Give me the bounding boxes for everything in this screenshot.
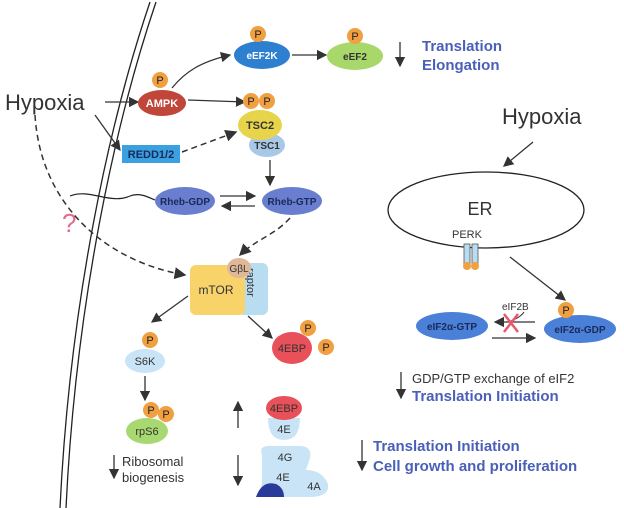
s6k-phospho-label: P bbox=[146, 335, 153, 347]
eef2-phospho bbox=[347, 28, 363, 44]
rps6-phospho-1-label: P bbox=[147, 405, 154, 417]
rps6-phospho-1 bbox=[143, 402, 159, 418]
rps6-phospho-2-label: P bbox=[162, 409, 169, 421]
arrow-mtor-s6k bbox=[150, 295, 189, 323]
rheb-gtp-node bbox=[262, 187, 322, 215]
fourG-label: 4G bbox=[278, 452, 293, 464]
cell-membrane-outer bbox=[59, 1, 151, 508]
elongation-label: Elongation bbox=[422, 57, 500, 74]
rheb-gtp-label: Rheb-GTP bbox=[268, 197, 317, 208]
eif2gdp-node bbox=[544, 315, 616, 343]
fourE-bound-node bbox=[268, 418, 300, 440]
arrow-hypoxia-redd bbox=[94, 114, 121, 152]
tsc1-label: TSC1 bbox=[254, 141, 280, 152]
arrow-ampk-tsc2 bbox=[187, 96, 247, 107]
arrow-perk-eif2gdp bbox=[509, 256, 567, 301]
eef2-phospho-label: P bbox=[351, 31, 358, 43]
ampk-phospho-label: P bbox=[156, 75, 163, 87]
translation-label: Translation bbox=[422, 38, 502, 55]
mtor-label: mTOR bbox=[198, 283, 233, 297]
cap-mrna-icon bbox=[256, 483, 284, 497]
tsc2-phospho-1-label: P bbox=[247, 96, 254, 108]
fourebp-bound-node bbox=[266, 396, 302, 420]
eif2gdp-phospho bbox=[558, 302, 574, 318]
mtor-node bbox=[190, 265, 245, 315]
arrow-ampk-eef2k bbox=[171, 52, 232, 89]
eif2gtp-label: eIF2α-GTP bbox=[427, 322, 477, 333]
gbl-node bbox=[227, 258, 251, 278]
fourebp-label: 4EBP bbox=[278, 343, 306, 355]
hypoxia-right-label: Hypoxia bbox=[502, 104, 582, 129]
fourE2-label: 4E bbox=[276, 472, 289, 484]
fourE-label: 4E bbox=[277, 424, 290, 436]
eif2b-label: eIF2B bbox=[502, 302, 529, 313]
rps6-label: rpS6 bbox=[135, 426, 158, 438]
eef2k-label: eEF2K bbox=[246, 51, 278, 62]
tsc2-node bbox=[238, 110, 282, 140]
redd-label: REDD1/2 bbox=[128, 149, 174, 161]
fourebp-phospho-2 bbox=[318, 339, 334, 355]
eif2gdp-phospho-label: P bbox=[562, 305, 569, 317]
fourebp2-label: 4EBP bbox=[270, 403, 298, 415]
eef2-node bbox=[327, 42, 383, 70]
ampk-label: AMPK bbox=[146, 98, 178, 110]
arrow-redd-tsc2 bbox=[181, 130, 238, 153]
tsc2-phospho-2 bbox=[259, 93, 275, 109]
ampk-node bbox=[138, 90, 186, 116]
eef2k-node bbox=[234, 41, 290, 69]
hypoxia-left-label: Hypoxia bbox=[5, 90, 85, 115]
trans-init-label: Translation Initiation bbox=[412, 388, 559, 405]
fourebp-node bbox=[272, 332, 312, 364]
gdp-gtp-label: GDP/GTP exchange of eIF2 bbox=[412, 371, 574, 386]
s6k-phospho bbox=[142, 332, 158, 348]
trans-init2-label: Translation Initiation bbox=[373, 438, 520, 455]
perk-label: PERK bbox=[452, 229, 483, 241]
eef2k-phospho bbox=[250, 26, 266, 42]
cell-growth-label: Cell growth and proliferation bbox=[373, 458, 577, 475]
eif2gtp-node bbox=[416, 312, 488, 340]
ribosomal-label: Ribosomal bbox=[122, 454, 184, 469]
fourebp-phospho-2-label: P bbox=[322, 342, 329, 354]
cell-membrane-inner bbox=[65, 1, 157, 508]
fourebp-phospho-1 bbox=[300, 320, 316, 336]
question-mark: ? bbox=[62, 208, 76, 238]
eef2-label: eEF2 bbox=[343, 52, 367, 63]
s6k-node bbox=[125, 349, 165, 373]
er-node bbox=[387, 171, 585, 249]
tsc2-label: TSC2 bbox=[246, 120, 274, 132]
rps6-phospho-2 bbox=[158, 406, 174, 422]
biogenesis-label: biogenesis bbox=[122, 470, 185, 485]
ampk-phospho bbox=[152, 72, 168, 88]
gbl-label: GβL bbox=[229, 264, 249, 275]
block-x-2 bbox=[503, 313, 519, 333]
eif2gdp-label: eIF2α-GDP bbox=[554, 325, 605, 336]
arrow-hypoxia-er bbox=[502, 141, 534, 167]
rheb-membrane-anchor bbox=[69, 193, 156, 201]
perk-phospho-1 bbox=[463, 262, 471, 270]
tsc2-phospho-2-label: P bbox=[263, 96, 270, 108]
arrow-rheb-mtor bbox=[238, 217, 291, 257]
rheb-gdp-node bbox=[155, 187, 215, 215]
redd-node bbox=[122, 145, 180, 163]
rps6-node bbox=[126, 418, 168, 444]
perk-phospho-2 bbox=[471, 262, 479, 270]
fourG-node bbox=[261, 445, 329, 497]
rheb-gdp-label: Rheb-GDP bbox=[160, 197, 210, 208]
arrow-mtor-4ebp bbox=[247, 315, 273, 339]
fourebp-phospho-1-label: P bbox=[304, 323, 311, 335]
er-label: ER bbox=[467, 199, 492, 219]
s6k-label: S6K bbox=[135, 356, 156, 368]
tsc2-phospho-1 bbox=[243, 93, 259, 109]
arrow-question-mtor bbox=[34, 114, 187, 280]
fourA-label: 4A bbox=[307, 481, 321, 493]
eef2k-phospho-label: P bbox=[254, 29, 261, 41]
